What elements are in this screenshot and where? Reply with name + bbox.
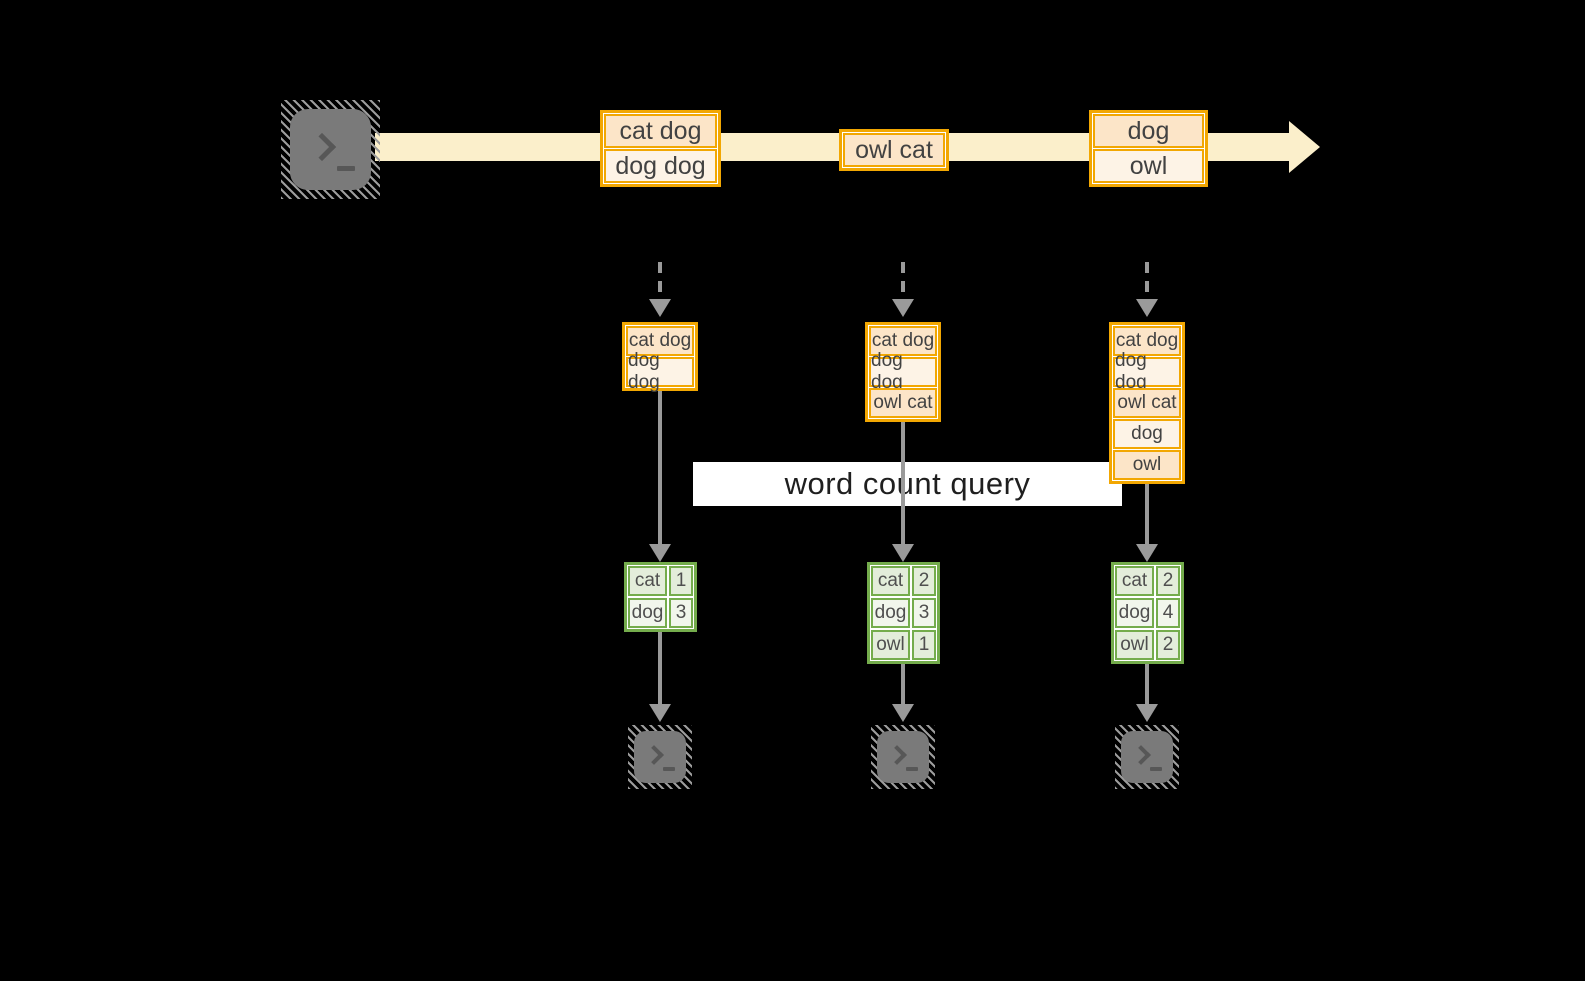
- count-word: dog: [628, 598, 667, 628]
- connector-line: [1145, 662, 1149, 705]
- prompt-underscore-icon: [337, 166, 355, 171]
- connector-line: [901, 422, 905, 545]
- source-terminal-icon: [281, 100, 380, 199]
- query-label-text: word count query: [784, 466, 1031, 501]
- count-value: 4: [1156, 598, 1180, 628]
- count-value: 2: [912, 566, 936, 596]
- count-table-3: cat 2 dog 4 owl 2: [1111, 562, 1184, 664]
- state-record: dog dog: [626, 350, 694, 393]
- prompt-underscore-icon: [663, 767, 675, 771]
- prompt-underscore-icon: [1150, 767, 1162, 771]
- state-record: owl cat: [869, 388, 937, 418]
- prompt-chevron-icon: [307, 132, 337, 162]
- count-word: cat: [871, 566, 910, 596]
- terminal-prompt-glyph: [1121, 731, 1173, 783]
- terminal-prompt-glyph: [877, 731, 929, 783]
- count-word: cat: [1115, 566, 1154, 596]
- count-word: owl: [1115, 630, 1154, 660]
- event-record: dog: [1093, 114, 1204, 148]
- prompt-chevron-icon: [644, 745, 664, 765]
- count-value: 1: [669, 566, 693, 596]
- state-record: cat dog: [869, 326, 937, 356]
- event-record: owl: [1093, 149, 1204, 183]
- count-table-1: cat 1 dog 3: [624, 562, 697, 632]
- count-row: dog 3: [628, 598, 693, 628]
- count-row: dog 4: [1115, 598, 1180, 628]
- event-record: dog dog: [604, 149, 717, 183]
- count-row: cat 1: [628, 566, 693, 596]
- count-value: 2: [1156, 630, 1180, 660]
- accumulated-records-3: cat dog dog dog owl cat dog owl: [1109, 322, 1185, 484]
- dashed-arrow-head-icon: [1136, 299, 1158, 317]
- sink-terminal-icon-2: [871, 725, 935, 789]
- state-record: dog: [1113, 419, 1181, 449]
- count-value: 3: [669, 598, 693, 628]
- connector-arrow-head-icon: [1136, 704, 1158, 722]
- stream-event-batch-1: cat dog dog dog: [600, 110, 721, 187]
- state-record: dog dog: [1113, 350, 1181, 393]
- connector-line: [658, 391, 662, 545]
- connector-line: [901, 662, 905, 705]
- connector-arrow-head-icon: [892, 544, 914, 562]
- event-record: owl cat: [843, 133, 945, 167]
- count-value: 3: [912, 598, 936, 628]
- prompt-chevron-icon: [887, 745, 907, 765]
- count-row: cat 2: [1115, 566, 1180, 596]
- count-row: dog 3: [871, 598, 936, 628]
- accumulated-records-2: cat dog dog dog owl cat: [865, 322, 941, 422]
- count-row: owl 1: [871, 630, 936, 660]
- stream-event-batch-2: owl cat: [839, 129, 949, 171]
- count-word: owl: [871, 630, 910, 660]
- event-record: cat dog: [604, 114, 717, 148]
- stream-event-batch-3: dog owl: [1089, 110, 1208, 187]
- stream-arrowhead: [1289, 121, 1320, 173]
- connector-arrow-head-icon: [649, 544, 671, 562]
- dashed-arrow-head-icon: [892, 299, 914, 317]
- dashed-arrow-line: [1145, 262, 1149, 300]
- dashed-arrow-line: [658, 262, 662, 300]
- query-label: word count query: [693, 462, 1122, 506]
- sink-terminal-icon-3: [1115, 725, 1179, 789]
- connector-line: [1145, 484, 1149, 545]
- count-table-2: cat 2 dog 3 owl 1: [867, 562, 940, 664]
- connector-line: [658, 631, 662, 705]
- count-row: cat 2: [871, 566, 936, 596]
- connector-arrow-head-icon: [649, 704, 671, 722]
- terminal-prompt-glyph: [634, 731, 686, 783]
- sink-terminal-icon-1: [628, 725, 692, 789]
- prompt-chevron-icon: [1131, 745, 1151, 765]
- count-word: dog: [1115, 598, 1154, 628]
- count-value: 2: [1156, 566, 1180, 596]
- accumulated-records-1: cat dog dog dog: [622, 322, 698, 393]
- count-row: owl 2: [1115, 630, 1180, 660]
- state-record: cat dog: [1113, 326, 1181, 356]
- dashed-arrow-head-icon: [649, 299, 671, 317]
- state-record: dog dog: [869, 350, 937, 393]
- connector-arrow-head-icon: [1136, 544, 1158, 562]
- state-record: owl: [1113, 450, 1181, 480]
- prompt-underscore-icon: [906, 767, 918, 771]
- count-value: 1: [912, 630, 936, 660]
- count-word: dog: [871, 598, 910, 628]
- state-record: cat dog: [626, 326, 694, 356]
- terminal-prompt-glyph: [290, 109, 371, 190]
- dashed-arrow-line: [901, 262, 905, 300]
- count-word: cat: [628, 566, 667, 596]
- connector-arrow-head-icon: [892, 704, 914, 722]
- state-record: owl cat: [1113, 388, 1181, 418]
